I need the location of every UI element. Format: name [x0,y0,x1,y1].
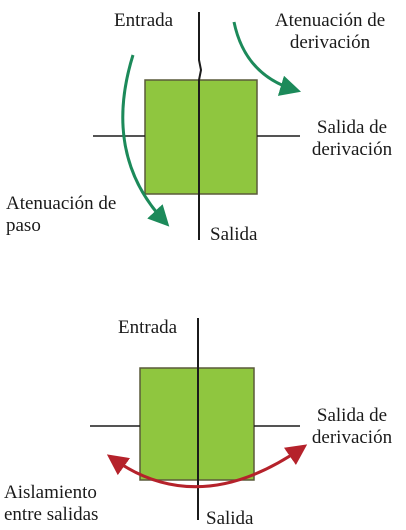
top-tap-output-label: Salida de derivación [311,117,393,160]
bottom-isolation-label: Aislamiento entre salidas [4,482,99,525]
top-tap-attenuation-arrow [232,21,302,96]
top-output-label: Salida [210,224,258,245]
top-input-label: Entrada [114,10,174,31]
top-through-attenuation-label: Atenuación de paso [6,193,117,236]
bottom-isolation-arrow [106,444,308,489]
top-main-line [198,12,203,240]
top-through-attenuation-arrow [121,54,170,227]
bottom-output-label: Salida [206,508,254,529]
bottom-tap-output-label: Salida de derivación [311,405,393,448]
bottom-diagram [90,318,308,520]
top-tap-attenuation-label: Atenuación de derivación [274,10,386,53]
top-tap-block [144,79,258,195]
bottom-input-label: Entrada [118,317,178,338]
top-diagram [93,12,302,240]
